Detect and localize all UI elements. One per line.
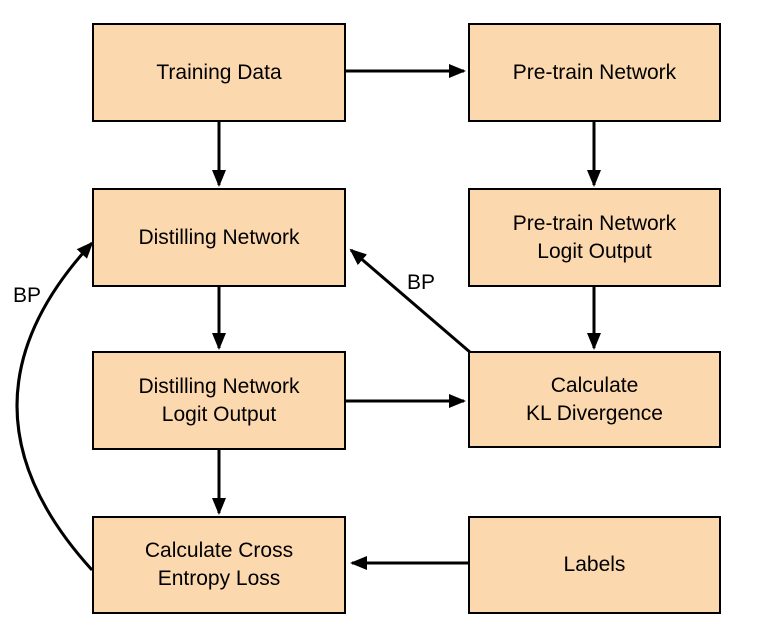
edge-bp-cross-entropy-to-distilling [15,241,94,572]
node-calculate-cross-entropy-loss: Calculate Cross Entropy Loss [92,516,346,614]
node-pretrain-logit-output: Pre-train Network Logit Output [468,188,721,287]
edge-bp-kl-to-distilling [349,248,472,355]
node-distilling-logit-output: Distilling Network Logit Output [92,351,346,450]
node-labels: Labels [468,516,721,614]
node-calculate-kl-divergence: Calculate KL Divergence [468,351,721,448]
node-distilling-network: Distilling Network [92,188,346,287]
node-training-data: Training Data [92,23,346,122]
edge-label-bp-left: BP [13,284,42,307]
node-pretrain-network: Pre-train Network [468,23,721,122]
edge-label-bp-right: BP [407,271,436,294]
